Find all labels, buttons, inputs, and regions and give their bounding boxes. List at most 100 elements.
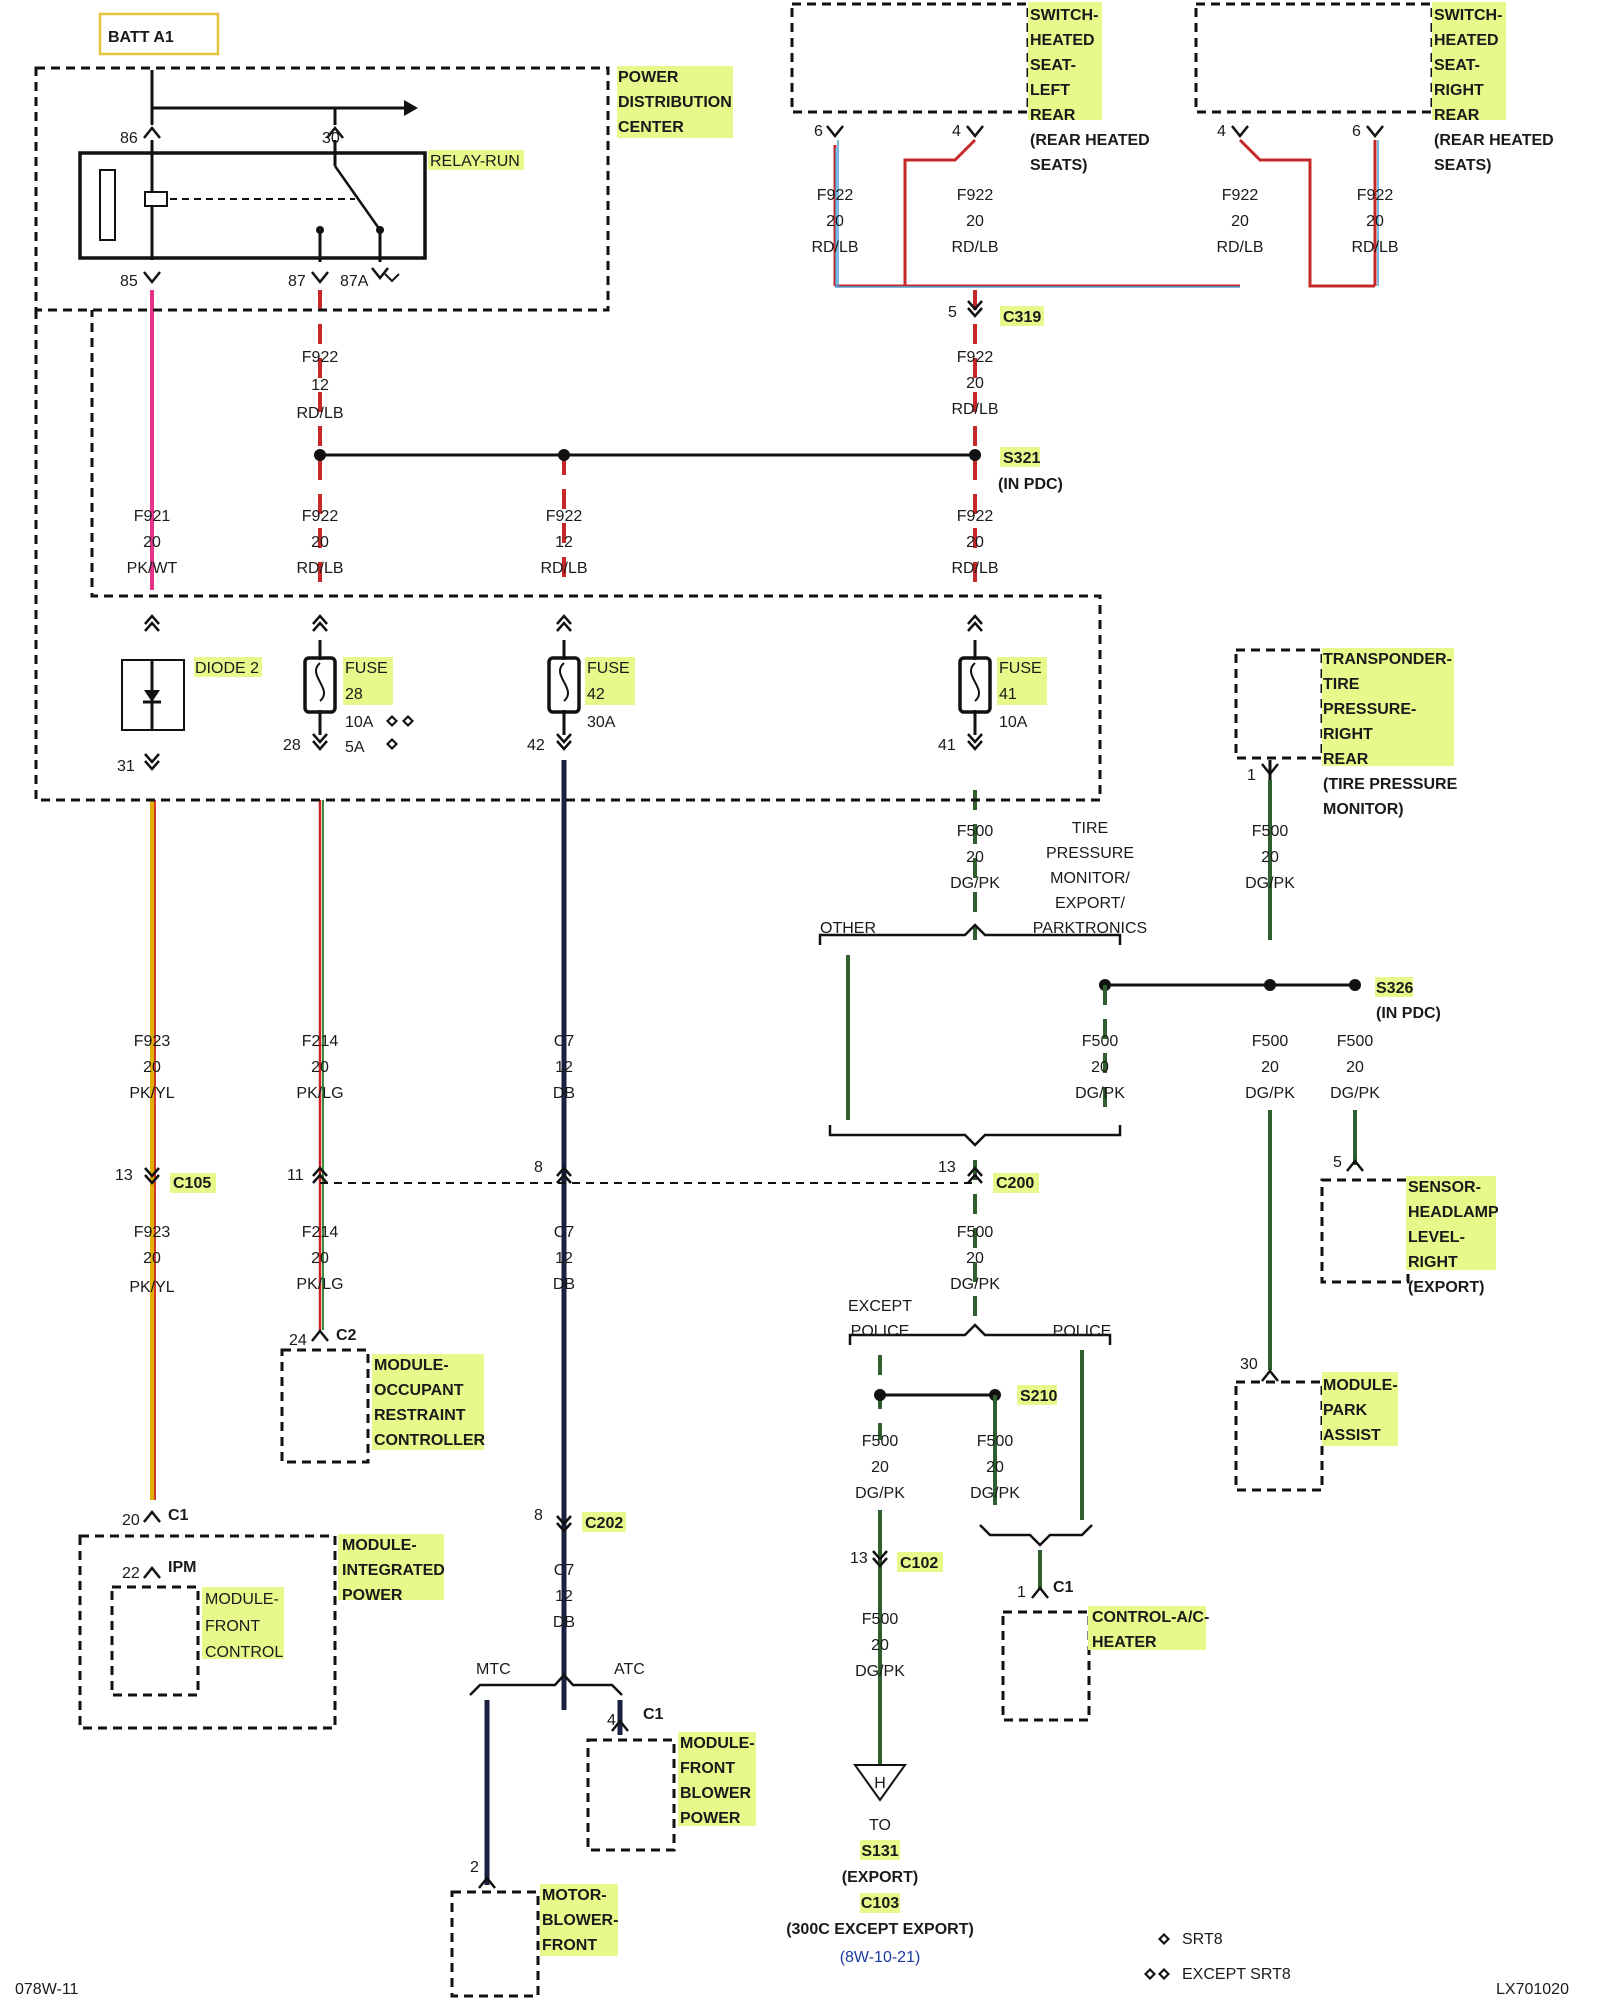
transponder-label: TRANSPONDER- TIRE PRESSURE- RIGHT REAR (…: [1323, 651, 1458, 818]
wire-gauge: 20: [966, 849, 984, 866]
label-line: PARK: [1323, 1402, 1368, 1419]
wire-label-f500-a: F500 20 DG/PK: [950, 823, 1000, 892]
wire-label-f500-b: F500 20 DG/PK: [1245, 823, 1295, 892]
wire-label-f214-a: F214 20 PK/LG: [296, 1033, 343, 1102]
fuse-rating: 10A: [999, 714, 1028, 731]
page-ref-link[interactable]: (8W-10-21): [840, 1949, 921, 1966]
wire-gauge: 20: [871, 1459, 889, 1476]
wire-gauge: 12: [555, 1588, 573, 1605]
label-highlights: [170, 2, 1506, 1956]
fuse-rating: 10A: [345, 714, 374, 731]
label-line: CONTROL: [205, 1644, 283, 1661]
wire-gauge: 20: [143, 534, 161, 551]
fuse-name: FUSE: [345, 660, 388, 677]
wire-color: RD/LB: [811, 239, 858, 256]
transponder-tire-pressure-box: [1234, 648, 1324, 760]
label-line: POWER: [342, 1587, 403, 1604]
wire-code: F922: [817, 187, 854, 204]
label-line: MONITOR/: [1050, 870, 1130, 887]
wire-gauge: 20: [143, 1250, 161, 1267]
label-line: INTEGRATED: [342, 1562, 445, 1579]
wire-label-f922-g: F922 20 RD/LB: [951, 508, 998, 577]
s326-label: S326: [1376, 980, 1413, 997]
wire-code: F500: [1252, 1033, 1289, 1050]
wire-label-f500-i: F500 20 DG/PK: [855, 1611, 905, 1680]
wire-gauge: 20: [986, 1459, 1004, 1476]
wire-code: F500: [957, 1224, 994, 1241]
wire-gauge: 20: [1091, 1059, 1109, 1076]
switch-left-label: SWITCH- HEATED SEAT- LEFT REAR (REAR HEA…: [1030, 7, 1150, 174]
diode-symbol: [121, 659, 185, 731]
hvac-label: CONTROL-A/C- HEATER: [1092, 1609, 1209, 1651]
module-front-control-box: [110, 1585, 200, 1697]
pin-label: 30: [1240, 1356, 1258, 1373]
fuse-name: 28: [345, 686, 363, 703]
wire-label-c7-c: C7 12 DB: [553, 1562, 575, 1631]
wire-color: PK/WT: [127, 560, 178, 577]
wire-gauge: 20: [966, 213, 984, 230]
label-line: HEADLAMP: [1408, 1204, 1499, 1221]
label-line: BLOWER-: [542, 1912, 618, 1929]
ipm-label: IPM: [168, 1559, 196, 1576]
wire-code: F500: [1337, 1033, 1374, 1050]
wire-color: DB: [553, 1276, 575, 1293]
batt-label: BATT A1: [108, 29, 174, 46]
switch-heated-seat-right-rear-box: [1194, 2, 1434, 114]
label-line: C103: [861, 1895, 899, 1912]
label-line: ASSIST: [1323, 1427, 1381, 1444]
wire-gauge: 20: [966, 375, 984, 392]
conn-label: C1: [1053, 1579, 1074, 1596]
label-line: MODULE-: [680, 1735, 755, 1752]
wire-label-f922-12-a: F922 12 RD/LB: [296, 349, 343, 422]
relay-pin: 85: [120, 273, 138, 290]
wire-color: RD/LB: [540, 560, 587, 577]
wire-code: F922: [957, 349, 994, 366]
component-boxes: [34, 2, 1434, 1998]
wire-label-c7-a: C7 12 DB: [553, 1033, 575, 1102]
pin-label: 13: [850, 1550, 868, 1567]
wire-gauge: 20: [1366, 213, 1384, 230]
wire-code: F214: [302, 1033, 339, 1050]
power-distribution-center-upper: [34, 66, 610, 312]
label-line: MOTOR-: [542, 1887, 607, 1904]
label-line: POLICE: [851, 1323, 910, 1340]
label-line: REAR: [1323, 751, 1369, 768]
c202-label: C202: [585, 1515, 623, 1532]
h-reference-symbol: [853, 1764, 907, 1802]
diode-name: DIODE 2: [195, 660, 259, 677]
s321-sub: (IN PDC): [998, 476, 1063, 493]
label-line: (EXPORT): [842, 1869, 918, 1886]
pin-label: 4: [607, 1712, 616, 1729]
conn-label: C1: [168, 1507, 189, 1524]
pdc-line: POWER: [618, 69, 679, 86]
fuse-name: 42: [587, 686, 605, 703]
label-line: RESTRAINT: [374, 1407, 466, 1424]
label-line: (300C EXCEPT EXPORT): [786, 1921, 974, 1938]
wire-code: C7: [554, 1224, 575, 1241]
pin-label: 41: [938, 737, 956, 754]
label-line: MONITOR): [1323, 801, 1404, 818]
wire-gauge: 20: [826, 213, 844, 230]
label-line: FRONT: [542, 1937, 597, 1954]
label-line: FRONT: [680, 1760, 735, 1777]
wire-gauge: 20: [1231, 213, 1249, 230]
s321-label: S321: [1003, 450, 1040, 467]
wire-gauge: 12: [555, 534, 573, 551]
wire-color: DB: [553, 1614, 575, 1631]
pin-label: 13: [115, 1167, 133, 1184]
wire-color: DG/PK: [855, 1485, 905, 1502]
wire-gauge: 20: [966, 1250, 984, 1267]
wire-gauge: 20: [143, 1059, 161, 1076]
label-line: TIRE: [1072, 820, 1108, 837]
atc-label: ATC: [614, 1661, 645, 1678]
tpm-split-label: TIRE PRESSURE MONITOR/ EXPORT/ PARKTRONI…: [1033, 820, 1147, 937]
label-line: (REAR HEATED: [1030, 132, 1150, 149]
wire-code: F922: [302, 349, 339, 366]
label-line: SEATS): [1030, 157, 1087, 174]
labels: 078W-11 LX701020 SRT8 EXCEPT SRT8 POWER …: [15, 7, 1569, 1998]
power-distribution-center-lower: [34, 310, 1102, 802]
label-line: REAR: [1434, 107, 1480, 124]
wire-color: DB: [553, 1085, 575, 1102]
label-line: RIGHT: [1434, 82, 1484, 99]
